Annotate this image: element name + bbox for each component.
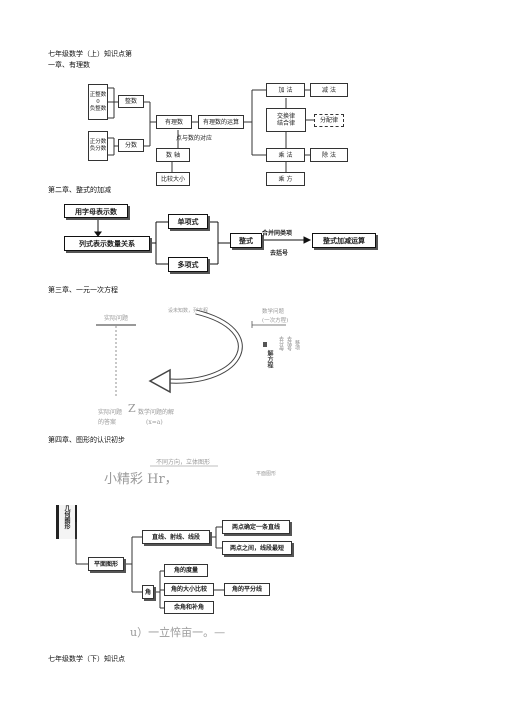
chapter1-heading: 一章、有理数	[48, 61, 90, 69]
power-box: 乘 方	[266, 172, 305, 186]
noise-title: 小精彩 Hr，	[104, 472, 178, 487]
subtraction-box: 减 法	[310, 83, 348, 97]
plane-figure-box: 平面图形	[88, 557, 124, 571]
division-box: 除 法	[310, 148, 348, 162]
letters-box: 用字母表示数	[64, 204, 128, 218]
geometry-figure-label: 几何图形	[63, 505, 70, 529]
doc-title: 七年级数学（上）知识点第	[48, 50, 132, 58]
integral-expression-box: 整式	[230, 233, 262, 248]
pos-int-label: 正整数	[89, 91, 107, 98]
monomial-box: 单项式	[168, 214, 208, 229]
add-sub-operation-box: 整式加减运算	[312, 233, 376, 248]
chapter4-heading: 第四章、图形的认识初步	[48, 436, 125, 444]
chapter3-heading: 第三章、一元一次方程	[48, 286, 118, 294]
distributive-box: 分配律	[314, 114, 344, 127]
zero-label: 0	[96, 98, 100, 105]
multiplication-box: 乘 法	[266, 148, 305, 162]
commutative-label: 交换律	[276, 113, 295, 120]
right-note-label: 平面图形	[256, 471, 277, 477]
shortest-segment-box: 两点之间，线段最短	[222, 541, 292, 555]
fraction-types-box: 正分数 负分数	[88, 131, 108, 161]
combine-like-terms-label: 合并同类项	[262, 230, 293, 237]
angle-bisector-box: 角的平分线	[224, 583, 270, 596]
pos-frac-label: 正分数	[89, 139, 107, 145]
linear-equation-label: (一次方程)	[262, 318, 289, 324]
real-answer-label-2: 的答案	[98, 419, 117, 426]
neg-frac-label: 负分数	[89, 146, 107, 152]
step-denominator: 去分母	[278, 336, 284, 351]
complementary-supplementary-box: 余角和补角	[164, 601, 214, 614]
rational-box: 有理数	[156, 115, 192, 129]
z-glyph: Z	[128, 402, 136, 415]
integer-box: 整数	[118, 95, 144, 108]
associative-label: 结合律	[276, 120, 295, 127]
chapter2-heading: 第二章、整式的加减	[48, 186, 111, 194]
step-brackets: 去括号	[286, 336, 292, 351]
correspondence-label: 点与数的对应	[176, 135, 213, 142]
real-answer-label-1: 实际问题	[98, 409, 123, 416]
bottom-noise-text: u）一立悴亩一。—	[130, 626, 226, 639]
compare-box: 比较大小	[156, 172, 190, 186]
laws-box: 交换律 结合律	[266, 108, 306, 132]
line-ray-segment-box: 直线、射线、线段	[142, 530, 210, 544]
x-equals-label: (x=a)	[146, 419, 163, 426]
positive-negative-integer-box: 正整数 0 负整数	[88, 84, 108, 120]
fraction-box: 分数	[118, 139, 144, 152]
real-problem-label: 实际问题	[104, 315, 129, 322]
polynomial-box: 多项式	[168, 257, 208, 272]
remove-brackets-label: 去括号	[270, 250, 289, 257]
math-problem-label: 数学问题	[262, 309, 285, 315]
neg-int-label: 负整数	[89, 105, 107, 112]
operations-box: 有理数的运算	[198, 115, 244, 129]
number-axis-box: 数 轴	[156, 148, 190, 162]
solve-equation-label: 解方程	[266, 350, 273, 368]
setup-equation-label: 设未知数，列方程	[168, 308, 209, 314]
relation-box: 列式表示数量关系	[64, 236, 150, 251]
grade7-second-term-heading: 七年级数学（下）知识点	[48, 655, 125, 663]
step-transpose: 移项	[294, 340, 300, 350]
addition-box: 加 法	[266, 83, 305, 97]
two-points-line-box: 两点确定一条直线	[222, 520, 290, 534]
math-solution-label: 数学问题的解	[138, 409, 175, 416]
angle-box: 角	[142, 585, 154, 599]
angle-compare-box: 角的大小比较	[164, 583, 214, 596]
angle-measure-box: 角的度量	[164, 564, 208, 577]
direction-label: 不同方向，立体图形	[156, 459, 211, 466]
